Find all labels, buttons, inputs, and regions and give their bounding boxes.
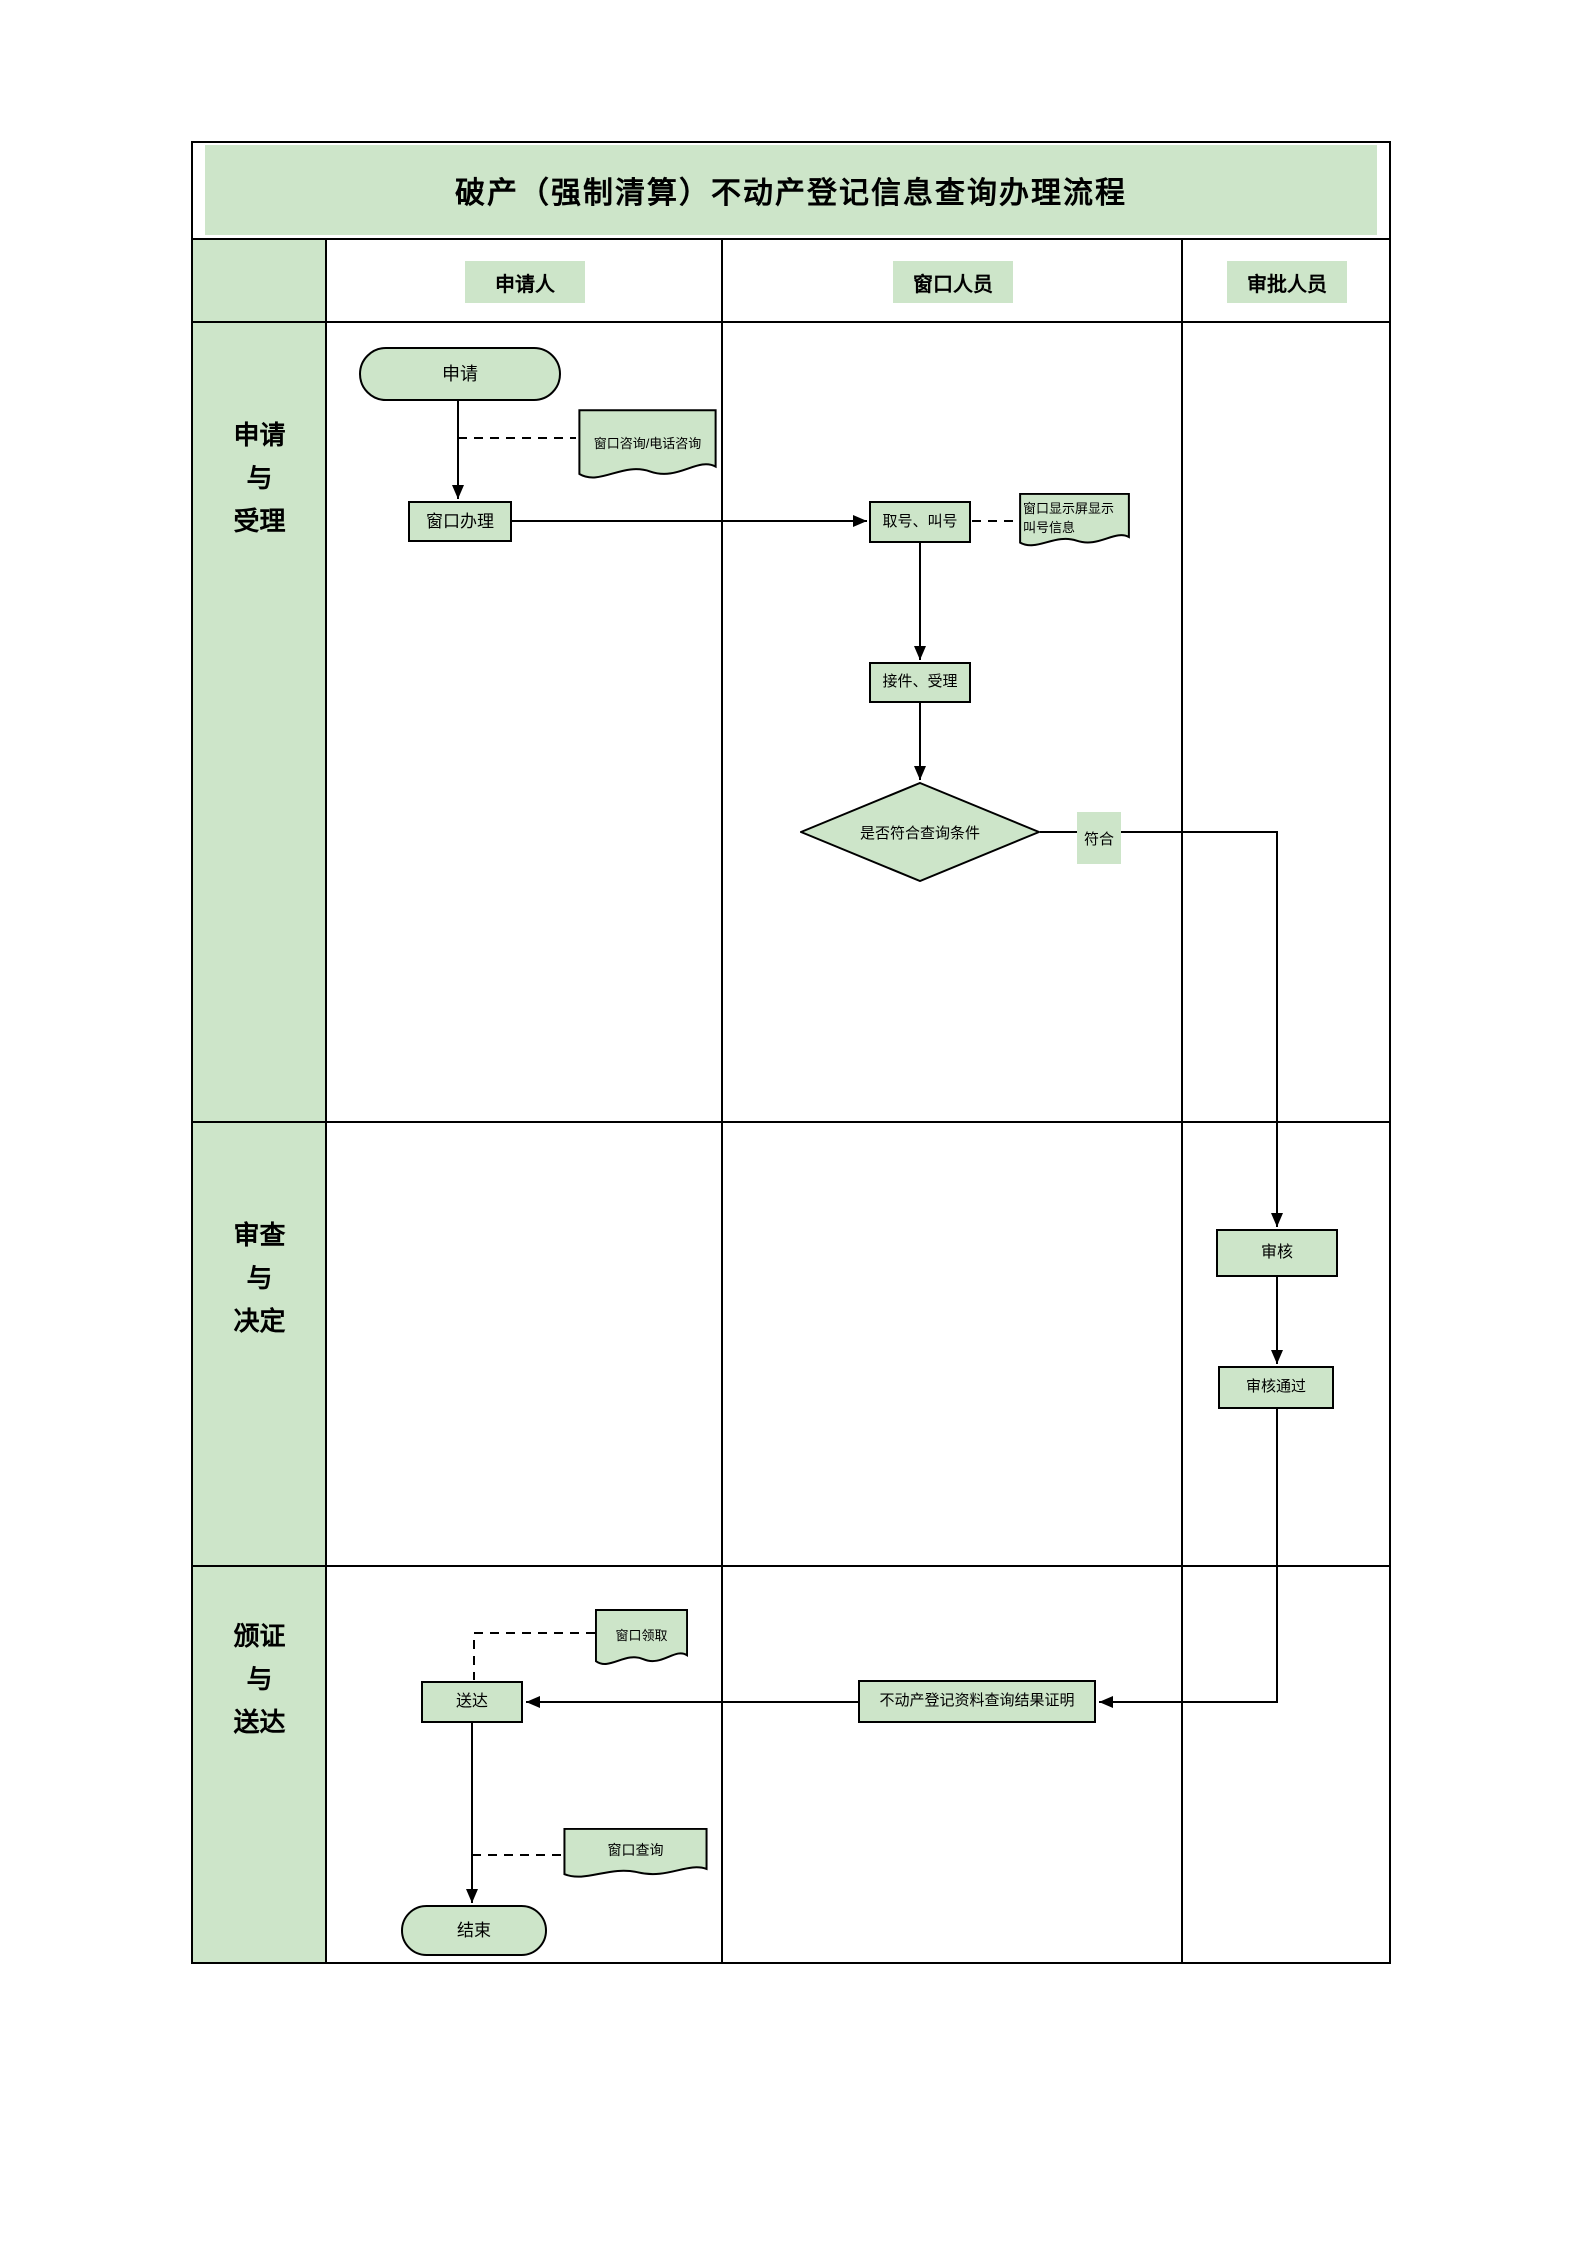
row-label-application-acceptance: 申请 与 受理 [193, 414, 326, 543]
row-label-certificate-delivery: 颁证 与 送达 [193, 1615, 326, 1744]
node-consult-doc: 窗口咨询/电话咨询 [578, 409, 717, 485]
column-header-approver: 审批人员 [1227, 261, 1347, 303]
node-review-pass-label: 审核通过 [1245, 1378, 1306, 1396]
row3-label-line3: 送达 [233, 1707, 286, 1737]
window-approver-divider [1181, 238, 1183, 1964]
document-shape [578, 409, 717, 485]
node-review-pass: 审核通过 [1218, 1366, 1334, 1409]
applicant-window-divider [721, 238, 723, 1964]
node-end: 结束 [401, 1905, 547, 1956]
node-deliver: 送达 [421, 1681, 523, 1723]
column-header-window-staff: 窗口人员 [893, 261, 1013, 303]
node-apply: 申请 [359, 347, 561, 401]
node-pickup-doc-label: 窗口领取 [615, 1628, 668, 1643]
title-row-divider [191, 238, 1391, 240]
row2-label-line1: 审查 [233, 1220, 286, 1250]
row1-label-line1: 申请 [233, 420, 286, 450]
column-header-approver-label: 审批人员 [1247, 273, 1327, 296]
node-certificate-label: 不动产登记资料查询结果证明 [879, 1692, 1075, 1710]
node-end-label: 结束 [457, 1920, 491, 1940]
header-row-divider [191, 321, 1391, 323]
table-outer-border [191, 141, 1391, 1964]
sidebar-background [193, 240, 326, 1962]
document-shape [595, 1609, 688, 1670]
column-header-applicant: 申请人 [465, 261, 585, 303]
branch-label-text: 符合 [1083, 830, 1114, 848]
node-take-number-label: 取号、叫号 [882, 512, 958, 530]
node-window-handle: 窗口办理 [408, 501, 512, 542]
node-decision: 是否符合查询条件 [800, 782, 1040, 882]
branch-label-meets-condition: 符合 [1077, 812, 1121, 864]
row1-row2-divider [191, 1121, 1391, 1123]
node-consult-doc-label: 窗口咨询/电话咨询 [593, 435, 702, 451]
diamond-shape [800, 782, 1040, 882]
node-certificate: 不动产登记资料查询结果证明 [858, 1680, 1096, 1723]
page-title: 破产（强制清算）不动产登记信息查询办理流程 [205, 145, 1377, 235]
column-header-applicant-label: 申请人 [495, 273, 555, 296]
column-header-window-staff-label: 窗口人员 [913, 273, 993, 296]
node-pickup-doc: 窗口领取 [595, 1609, 688, 1670]
row2-label-line3: 决定 [233, 1306, 286, 1336]
document-shape [1019, 493, 1130, 551]
row3-label-line2: 与 [246, 1664, 273, 1694]
row-label-review-decision: 审查 与 决定 [193, 1214, 326, 1343]
node-display-doc: 窗口显示屏显示叫号信息 [1019, 493, 1130, 551]
document-shape [563, 1828, 708, 1882]
node-review-label: 审核 [1260, 1244, 1293, 1261]
row2-row3-divider [191, 1565, 1391, 1567]
node-decision-label: 是否符合查询条件 [859, 824, 980, 842]
row1-label-line3: 受理 [233, 506, 286, 536]
node-display-doc-label: 窗口显示屏显示叫号信息 [1023, 501, 1115, 535]
row1-label-line2: 与 [246, 463, 273, 493]
node-query-doc-label: 窗口查询 [607, 1842, 664, 1858]
row2-label-line2: 与 [246, 1263, 273, 1293]
node-review: 审核 [1216, 1229, 1338, 1277]
node-deliver-label: 送达 [455, 1693, 488, 1710]
node-accept: 接件、受理 [869, 662, 971, 703]
node-take-number: 取号、叫号 [869, 501, 971, 543]
node-apply-label: 申请 [442, 363, 478, 384]
node-accept-label: 接件、受理 [882, 673, 958, 691]
row3-label-line1: 颁证 [233, 1621, 286, 1651]
node-query-doc: 窗口查询 [563, 1828, 708, 1882]
node-window-handle-label: 窗口办理 [426, 511, 494, 531]
page-title-text: 破产（强制清算）不动产登记信息查询办理流程 [455, 177, 1127, 210]
sidebar-column-divider [325, 238, 327, 1964]
